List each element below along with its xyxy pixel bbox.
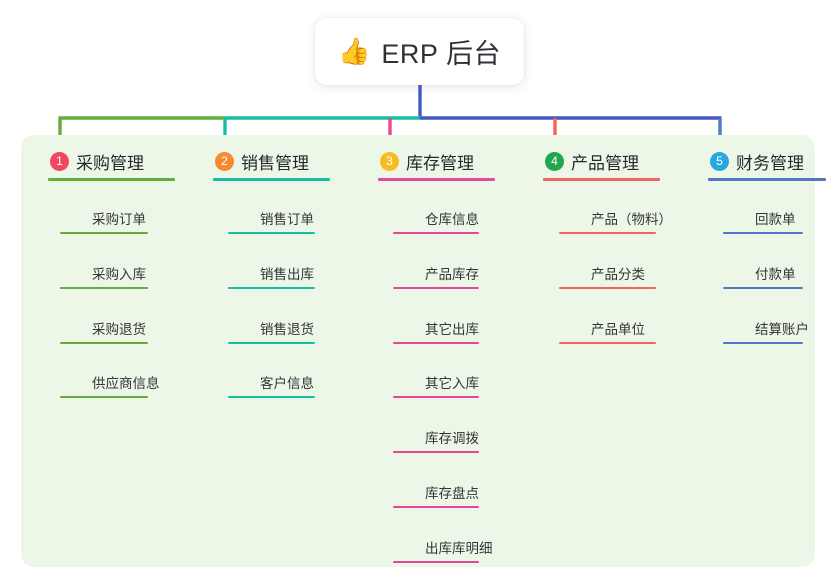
leaf-item[interactable]: 采购订单 <box>60 204 148 234</box>
leaf-item-underline <box>228 341 315 344</box>
branch-number-badge: 3 <box>380 151 399 171</box>
leaf-item-underline <box>559 341 656 344</box>
leaf-item[interactable]: 产品分类 <box>559 259 656 289</box>
branch-column-5: 5 财务管理回款单付款单结算账户 <box>690 148 826 344</box>
leaf-item-underline <box>393 396 479 399</box>
diagram-backdrop-panel <box>21 135 815 567</box>
leaf-item-underline <box>559 232 656 234</box>
leaf-item-underline <box>723 341 803 344</box>
branch-number-badge: 1 <box>50 151 69 171</box>
branch-title: 库存管理 <box>406 153 474 173</box>
leaf-item-underline <box>393 341 479 344</box>
leaf-item[interactable]: 其它出库 <box>393 314 479 344</box>
leaf-item[interactable]: 仓库信息 <box>393 204 479 234</box>
branch-column-1: 1 采购管理采购订单采购入库采购退货供应商信息 <box>30 148 175 399</box>
branch-title: 财务管理 <box>736 153 804 173</box>
leaf-item-underline <box>60 341 148 344</box>
root-node[interactable]: 👍 ERP 后台 <box>315 18 524 85</box>
leaf-item-label: 产品（物料） <box>591 212 672 227</box>
leaf-item[interactable]: 供应商信息 <box>60 368 160 399</box>
branch-header-2[interactable]: 2 销售管理 <box>195 148 309 174</box>
leaf-item-label: 销售订单 <box>260 212 314 227</box>
leaf-item-label: 销售出库 <box>260 266 314 282</box>
branch-column-2: 2 销售管理销售订单销售出库销售退货客户信息 <box>195 148 330 399</box>
branch-number-badge: 5 <box>710 151 729 171</box>
branch-header-5[interactable]: 5 财务管理 <box>690 148 804 174</box>
leaf-item-label: 供应商信息 <box>92 376 160 392</box>
leaf-item[interactable]: 销售退货 <box>228 314 315 344</box>
root-node-label: ERP 后台 <box>381 39 501 69</box>
leaf-item-label: 出库库明细 <box>425 540 493 556</box>
branch-column-4: 4 产品管理产品（物料） 产品分类产品单位 <box>525 148 672 344</box>
branch-header-underline <box>378 178 495 181</box>
leaf-item-label: 其它出库 <box>425 321 479 337</box>
leaf-item-label: 其它入库 <box>425 376 479 392</box>
leaf-item[interactable]: 产品（物料） <box>559 204 672 234</box>
branch-title: 销售管理 <box>241 153 309 173</box>
leaf-item-underline <box>393 506 479 508</box>
leaf-item-underline <box>393 232 479 234</box>
branch-header-underline <box>543 178 660 181</box>
leaf-item[interactable]: 库存调拨 <box>393 423 479 454</box>
leaf-item-underline <box>60 286 148 289</box>
branch-header-1[interactable]: 1 采购管理 <box>30 148 144 174</box>
leaf-item[interactable]: 付款单 <box>723 259 803 289</box>
leaf-item[interactable]: 结算账户 <box>723 314 809 344</box>
branch-header-underline <box>708 178 826 181</box>
leaf-item-label: 库存盘点 <box>425 486 479 501</box>
branch-column-3: 3 库存管理仓库信息产品库存其它出库其它入库库存调拨库存盘点出库库明细 <box>360 148 495 563</box>
leaf-item[interactable]: 销售出库 <box>228 259 315 289</box>
leaf-item-label: 回款单 <box>755 212 796 227</box>
leaf-item-label: 产品库存 <box>425 266 479 282</box>
leaf-item[interactable]: 出库库明细 <box>393 533 493 563</box>
leaf-item-underline <box>228 232 315 234</box>
thumbs-up-icon: 👍 <box>338 35 371 66</box>
leaf-item-label: 产品分类 <box>591 266 645 282</box>
leaf-item[interactable]: 其它入库 <box>393 368 479 399</box>
leaf-item-label: 采购订单 <box>92 212 146 227</box>
leaf-item-underline <box>723 286 803 289</box>
leaf-item-label: 销售退货 <box>260 321 314 337</box>
leaf-item-underline <box>723 232 803 234</box>
leaf-item[interactable]: 采购退货 <box>60 314 148 344</box>
branch-number-badge: 2 <box>215 151 234 171</box>
leaf-item-underline <box>393 560 479 563</box>
leaf-item-underline <box>393 286 479 289</box>
branch-title: 采购管理 <box>76 153 144 173</box>
leaf-item[interactable]: 回款单 <box>723 204 803 234</box>
leaf-item-label: 客户信息 <box>260 376 314 392</box>
leaf-item-label: 仓库信息 <box>425 212 479 227</box>
leaf-item-underline <box>60 396 148 399</box>
leaf-item-underline <box>228 286 315 289</box>
leaf-item-label: 付款单 <box>755 266 796 282</box>
leaf-item[interactable]: 产品库存 <box>393 259 479 289</box>
branch-number-badge: 4 <box>545 151 564 171</box>
leaf-item-underline <box>393 451 479 454</box>
leaf-item-label: 库存调拨 <box>425 431 479 447</box>
branch-header-4[interactable]: 4 产品管理 <box>525 148 639 174</box>
branch-header-3[interactable]: 3 库存管理 <box>360 148 474 174</box>
leaf-item-label: 结算账户 <box>755 321 809 337</box>
leaf-item-label: 产品单位 <box>591 321 645 337</box>
leaf-item[interactable]: 采购入库 <box>60 259 148 289</box>
leaf-item[interactable]: 库存盘点 <box>393 478 479 508</box>
branch-header-underline <box>48 178 175 181</box>
leaf-item-underline <box>60 232 148 234</box>
leaf-item-underline <box>559 286 656 289</box>
leaf-item-label: 采购入库 <box>92 266 146 282</box>
leaf-item[interactable]: 销售订单 <box>228 204 315 234</box>
leaf-item[interactable]: 客户信息 <box>228 368 315 399</box>
branch-header-underline <box>213 178 330 181</box>
branch-title: 产品管理 <box>571 153 639 173</box>
leaf-item-label: 采购退货 <box>92 321 146 337</box>
leaf-item-underline <box>228 396 315 399</box>
leaf-item[interactable]: 产品单位 <box>559 314 656 344</box>
